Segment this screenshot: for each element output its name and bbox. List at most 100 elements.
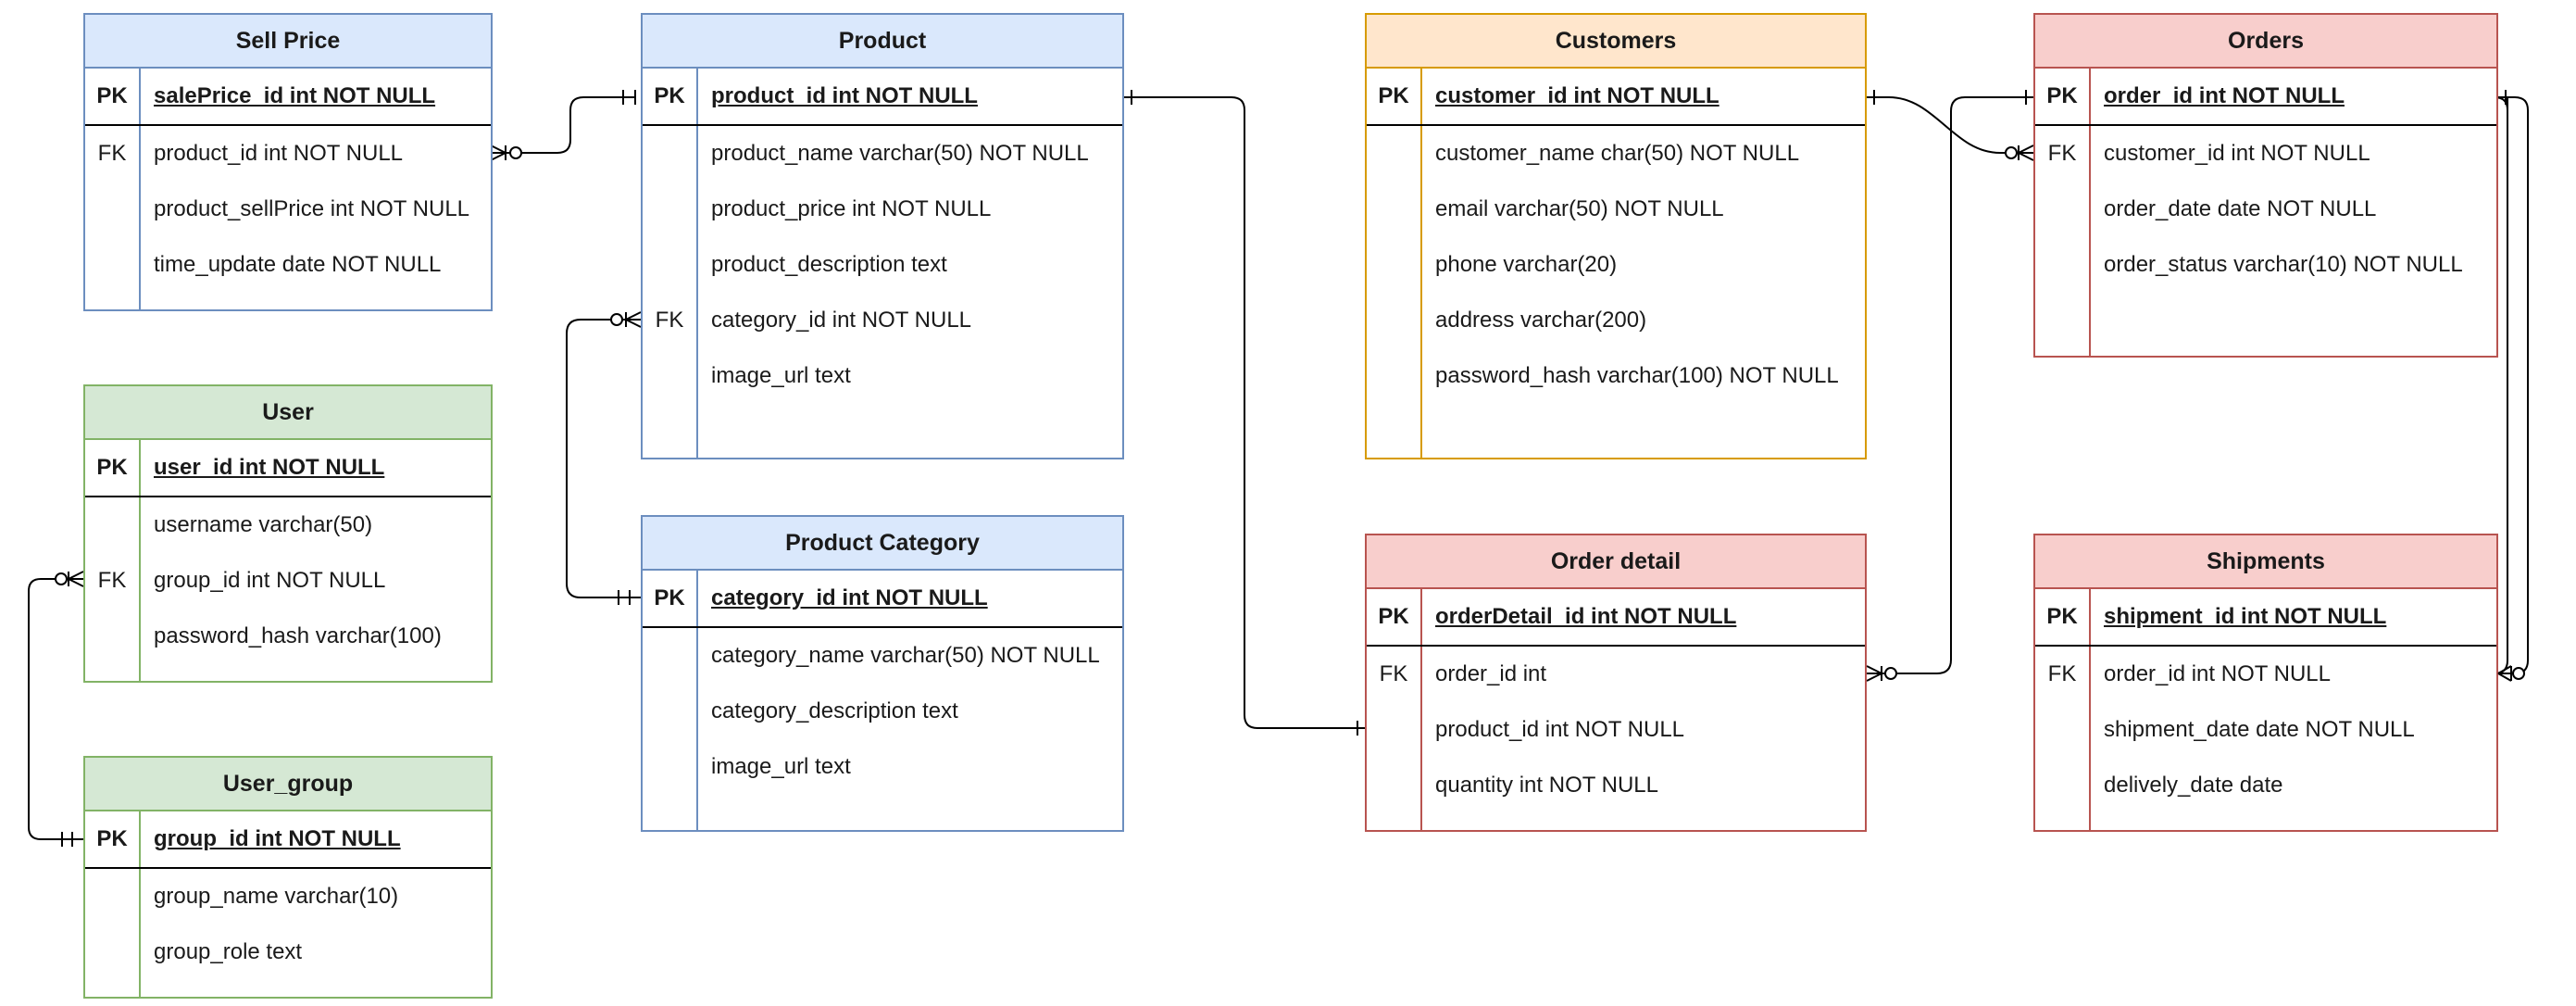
field-name: product_id int NOT NULL <box>711 83 978 108</box>
pk-label: PK <box>96 455 128 480</box>
field-row: product_price int NOT NULL <box>643 182 1122 237</box>
field-name: image_url text <box>711 754 851 779</box>
field-name: product_description text <box>711 252 947 277</box>
field-row: delively_date date <box>2035 758 2496 813</box>
rel-orders-orderdetail <box>1866 90 2033 682</box>
pk-label: PK <box>1378 604 1409 629</box>
field-name: order_id int NOT NULL <box>2104 83 2345 108</box>
table-title: Orders <box>2035 15 2496 69</box>
field-row: category_name varchar(50) NOT NULL <box>643 628 1122 684</box>
field-row: product_id int NOT NULL <box>1367 702 1865 758</box>
field-name: product_id int NOT NULL <box>154 141 404 166</box>
pk-label: PK <box>2046 604 2078 629</box>
field-row: FK category_id int NOT NULL <box>643 293 1122 348</box>
field-row: shipment_date date NOT NULL <box>2035 702 2496 758</box>
rel-customers-orders <box>1867 90 2034 161</box>
field-row: group_role text <box>85 924 491 980</box>
field-name: customer_name char(50) NOT NULL <box>1435 141 1800 166</box>
field-name: product_id int NOT NULL <box>1435 717 1685 742</box>
pk-row: PK orderDetail_id int NOT NULL <box>1367 589 1865 647</box>
field-row: product_name varchar(50) NOT NULL <box>643 126 1122 182</box>
field-row: quantity int NOT NULL <box>1367 758 1865 813</box>
field-name: address varchar(200) <box>1435 308 1647 333</box>
table-user-group[interactable]: User_group PK group_id int NOT NULL group… <box>83 756 493 999</box>
rel-category-product <box>566 311 642 605</box>
key-label: FK <box>2047 141 2077 166</box>
field-row: image_url text <box>643 739 1122 795</box>
field-row: email varchar(50) NOT NULL <box>1367 182 1865 237</box>
field-name: shipment_date date NOT NULL <box>2104 717 2415 742</box>
field-name: delively_date date <box>2104 773 2283 798</box>
field-row: FK product_id int NOT NULL <box>85 126 491 182</box>
field-row: time_update date NOT NULL <box>85 237 491 293</box>
field-name: quantity int NOT NULL <box>1435 773 1658 798</box>
field-row: FK customer_id int NOT NULL <box>2035 126 2496 182</box>
pk-label: PK <box>96 83 128 108</box>
field-name: image_url text <box>711 363 851 388</box>
field-name: product_price int NOT NULL <box>711 196 992 221</box>
key-label: FK <box>655 308 684 333</box>
table-title: User_group <box>85 758 491 811</box>
field-name: shipment_id int NOT NULL <box>2104 604 2387 629</box>
field-row: phone varchar(20) <box>1367 237 1865 293</box>
rel-product-sellprice <box>490 90 636 161</box>
pk-label: PK <box>654 585 685 610</box>
table-title: User <box>85 386 491 440</box>
key-label: FK <box>1379 661 1408 686</box>
field-name: group_id int NOT NULL <box>154 568 386 593</box>
pk-label: PK <box>2046 83 2078 108</box>
field-name: username varchar(50) <box>154 512 373 537</box>
field-name: time_update date NOT NULL <box>154 252 442 277</box>
key-label: FK <box>2047 661 2077 686</box>
field-name: password_hash varchar(100) <box>154 623 442 648</box>
field-row: order_date date NOT NULL <box>2035 182 2496 237</box>
pk-row: PK group_id int NOT NULL <box>85 811 491 869</box>
field-row: password_hash varchar(100) NOT NULL <box>1367 348 1865 404</box>
field-name: orderDetail_id int NOT NULL <box>1435 604 1737 629</box>
field-name: email varchar(50) NOT NULL <box>1435 196 1724 221</box>
pk-label: PK <box>96 826 128 851</box>
pk-label: PK <box>1378 83 1409 108</box>
field-name: category_description text <box>711 698 958 723</box>
field-name: group_role text <box>154 939 303 964</box>
pk-row: PK shipment_id int NOT NULL <box>2035 589 2496 647</box>
field-name: category_name varchar(50) NOT NULL <box>711 643 1100 668</box>
field-name: category_id int NOT NULL <box>711 585 988 610</box>
field-row: customer_name char(50) NOT NULL <box>1367 126 1865 182</box>
rel-usergroup-user <box>28 571 84 847</box>
field-name: group_name varchar(10) <box>154 884 399 909</box>
field-name: product_sellPrice int NOT NULL <box>154 196 470 221</box>
field-name: product_name varchar(50) NOT NULL <box>711 141 1089 166</box>
field-row: username varchar(50) <box>85 497 491 553</box>
table-title: Product <box>643 15 1122 69</box>
table-title: Sell Price <box>85 15 491 69</box>
field-row: category_description text <box>643 684 1122 739</box>
field-name: customer_id int NOT NULL <box>2104 141 2370 166</box>
field-name: group_id int NOT NULL <box>154 826 401 851</box>
table-orders[interactable]: Orders PK order_id int NOT NULL FK custome… <box>2033 13 2498 358</box>
table-customers[interactable]: Customers PK customer_id int NOT NULL cus… <box>1365 13 1867 459</box>
field-row: password_hash varchar(100) <box>85 609 491 664</box>
key-label: FK <box>97 141 127 166</box>
field-name: order_date date NOT NULL <box>2104 196 2377 221</box>
pk-row: PK customer_id int NOT NULL <box>1367 69 1865 126</box>
field-name: category_id int NOT NULL <box>711 308 972 333</box>
pk-row: PK category_id int NOT NULL <box>643 571 1122 628</box>
table-title: Customers <box>1367 15 1865 69</box>
field-row: product_sellPrice int NOT NULL <box>85 182 491 237</box>
field-row: image_url text <box>643 348 1122 404</box>
field-name: order_status varchar(10) NOT NULL <box>2104 252 2463 277</box>
field-name: customer_id int NOT NULL <box>1435 83 1719 108</box>
